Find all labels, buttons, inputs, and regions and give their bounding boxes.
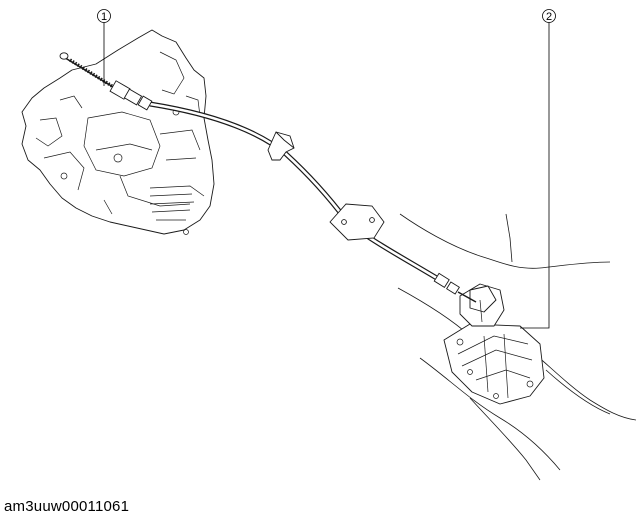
cable-end-rod bbox=[59, 52, 153, 111]
shift-lever-details bbox=[456, 299, 534, 399]
cable-grommet-plate bbox=[329, 203, 385, 241]
shift-lever-assembly bbox=[443, 283, 545, 405]
transaxle-details bbox=[35, 51, 205, 235]
cable-bracket bbox=[267, 131, 295, 161]
callout-2: 2 bbox=[520, 9, 556, 329]
callout-1: 1 bbox=[97, 9, 111, 86]
shift-cable bbox=[149, 101, 442, 283]
callout-1-number: 1 bbox=[101, 11, 107, 23]
transaxle-housing bbox=[21, 29, 215, 235]
figure-id: am3uuw00011061 bbox=[4, 498, 130, 515]
floor-panel-outline bbox=[397, 213, 637, 481]
callout-2-number: 2 bbox=[546, 11, 552, 23]
cable-end-shift-lever bbox=[433, 272, 477, 303]
